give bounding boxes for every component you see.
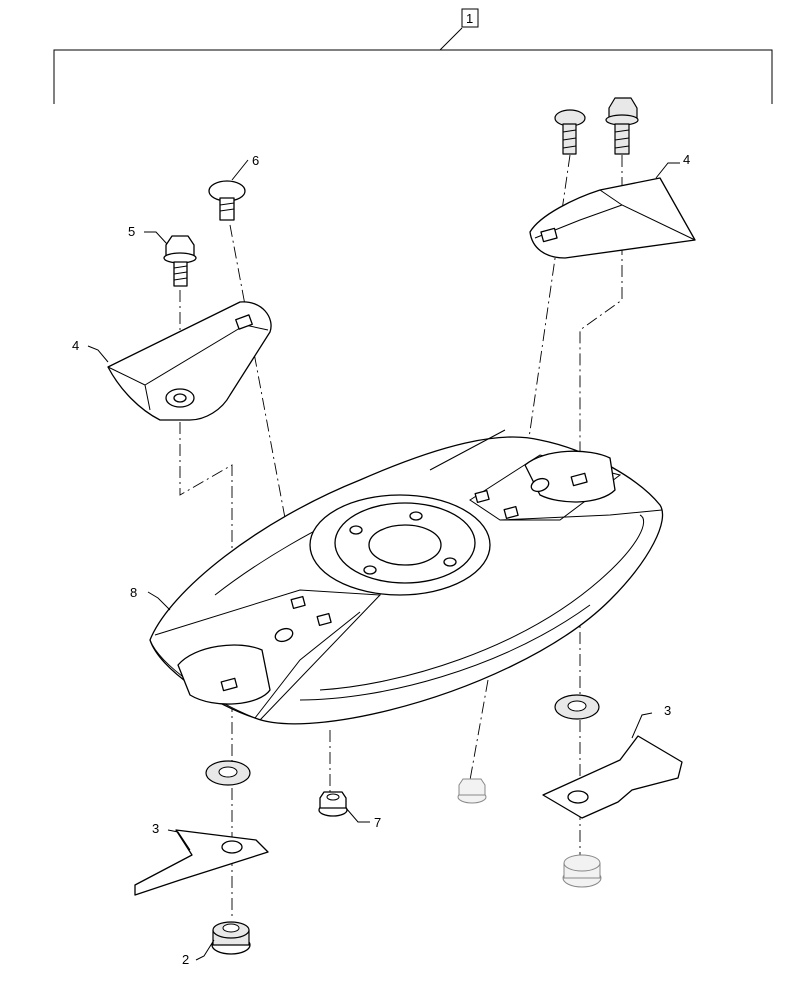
assembly-bracket: 1 [53,8,773,104]
carriage-bolt-left [208,180,246,221]
callout-4b: 4 [683,152,690,167]
callout-8: 8 [130,585,137,600]
knife-holder-right [529,177,696,259]
callout-2: 2 [182,952,189,967]
blade-nut-left [211,921,251,955]
blade-nut-right [562,854,602,888]
carriage-bolt-right [554,109,586,155]
knife-holder-left [107,301,272,421]
assembly-callout-label: 1 [466,11,473,26]
knife-blade-right [542,735,683,819]
hex-bolt-left [163,235,197,287]
flange-nut-center [318,791,348,817]
flange-nut-ghost [457,778,487,804]
knife-blade-left [134,829,269,896]
assembly-callout-box [461,8,479,28]
cutter-disc [149,429,664,725]
callout-6: 6 [252,153,259,168]
callout-5: 5 [128,224,135,239]
callout-4a: 4 [72,338,79,353]
callouts: 6 5 4 4 8 3 3 7 2 [72,152,690,967]
hex-bolt-right [605,97,639,155]
callout-3a: 3 [152,821,159,836]
callout-3b: 3 [664,703,671,718]
callout-7: 7 [374,815,381,830]
